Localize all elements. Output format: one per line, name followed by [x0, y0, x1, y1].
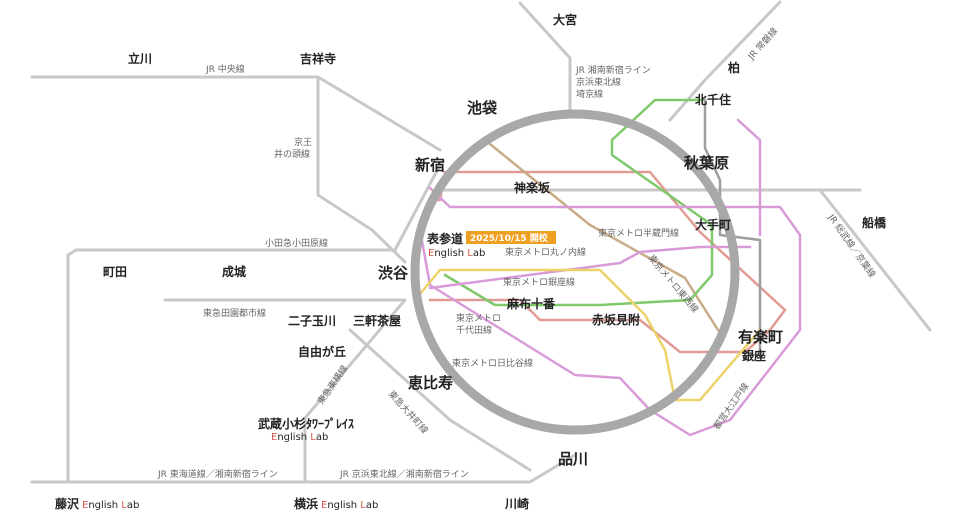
label-metro-hibiya: 東京メトロ日比谷線: [452, 357, 533, 369]
label-metro-marunouchi: 東京メトロ丸ノ内線: [505, 246, 586, 258]
station-kashiwa: 柏: [728, 60, 740, 75]
line-tokyu-toyoko: [303, 298, 407, 482]
gray-lines: [30, 0, 932, 484]
label-tokyu-denentoshi: 東急田園都市線: [203, 307, 266, 319]
line-jr-joban: [668, 0, 782, 122]
label-tokyu-toyoko: 東急東横線: [315, 363, 351, 407]
station-kawasaki: 川崎: [504, 496, 529, 510]
line-hibiya: [736, 118, 762, 237]
line-jr-tokaido: [30, 453, 577, 484]
label-metro-tozai: 東京メトロ東西線: [646, 252, 701, 315]
label-toei-oedo: 都営大江戸線: [711, 381, 752, 432]
station-ebisu: 恵比寿: [408, 374, 453, 392]
station-akihabara: 秋葉原: [684, 154, 729, 172]
station-jiyugaoka: 自由が丘: [298, 344, 346, 359]
line-oedo: [418, 186, 802, 437]
station-omotesando: 表参道: [426, 231, 463, 246]
station-machida: 町田: [103, 265, 127, 279]
station-labels: 大宮 立川 吉祥寺 柏 池袋 北千住 新宿 秋葉原 神楽坂 船橋 大手町 表参道…: [54, 12, 887, 510]
label-jr-chuo: JR 中央線: [205, 63, 245, 75]
station-shibuya: 渋谷: [378, 264, 409, 282]
line-jr-shonan: [518, 1, 572, 117]
school-musashikosugi[interactable]: English Lab: [271, 432, 328, 443]
line-tozai: [703, 98, 762, 357]
station-funabashi: 船橋: [862, 215, 887, 230]
school-label: English Lab: [82, 500, 139, 510]
label-metro-hanzomon: 東京メトロ半蔵門線: [598, 227, 679, 239]
opening-badge-text: 2025/10/15 開校: [470, 232, 549, 244]
line-keio: [316, 75, 407, 264]
line-hanzomon: [483, 138, 720, 332]
school-yokohama[interactable]: English Lab: [321, 500, 378, 510]
label-jr-tokaido: JR 東海道線／湘南新宿ライン: [157, 468, 278, 480]
line-ginza: [413, 268, 762, 402]
station-yokohama: 横浜: [294, 496, 318, 510]
label-odakyu: 小田急小田原線: [265, 237, 328, 249]
label-metro-ginza: 東京メトロ銀座線: [503, 276, 575, 288]
station-kitasenju: 北千住: [695, 92, 731, 107]
label-metro-chiyoda-1: 東京メトロ: [456, 312, 501, 324]
label-jr-joban: JR 常磐線: [745, 25, 781, 63]
school-label: English Lab: [428, 248, 485, 259]
school-fujisawa[interactable]: English Lab: [82, 500, 139, 510]
station-otemachi: 大手町: [695, 217, 731, 232]
station-yurakucho: 有楽町: [738, 328, 783, 346]
station-kichijoji: 吉祥寺: [300, 51, 336, 66]
station-akasakamitsuke: 赤坂見附: [592, 312, 640, 327]
station-musashikosugi: 武蔵小杉ﾀﾜｰﾌﾟﾚｲｽ: [258, 416, 354, 431]
station-shinagawa: 品川: [558, 450, 588, 468]
station-azabujuban: 麻布十番: [506, 296, 556, 311]
label-jr-keihin: JR 京浜東北線／湘南新宿ライン: [339, 468, 469, 480]
station-ikebukuro: 池袋: [467, 99, 498, 117]
line-jr-chuo: [30, 75, 442, 152]
label-keio-2: 井の頭線: [274, 148, 310, 160]
station-sangenjaya: 三軒茶屋: [353, 313, 401, 328]
station-omiya: 大宮: [553, 12, 577, 27]
station-futakotamagawa: 二子玉川: [288, 314, 336, 328]
label-jr-shonan-3: 埼京線: [576, 88, 603, 100]
line-tokyu-oimachi: [348, 328, 532, 472]
line-odakyu: [66, 163, 442, 484]
rail-labels: JR 中央線 JR 湘南新宿ライン 京浜東北線 埼京線 JR 常磐線 京王 井の…: [157, 25, 878, 480]
station-tachikawa: 立川: [128, 51, 152, 66]
station-kagurazaka: 神楽坂: [514, 180, 551, 195]
label-keio-1: 京王: [294, 136, 312, 148]
school-label: English Lab: [271, 432, 328, 443]
label-jr-shonan-2: 京浜東北線: [576, 76, 621, 88]
station-ginza: 銀座: [741, 348, 766, 363]
school-omotesando[interactable]: 2025/10/15 開校 English Lab: [428, 231, 556, 259]
school-label: English Lab: [321, 500, 378, 510]
label-jr-shonan-1: JR 湘南新宿ライン: [575, 64, 651, 76]
station-seijo: 成城: [222, 264, 246, 279]
station-shinjuku: 新宿: [415, 156, 445, 174]
line-fukutoshin: [428, 245, 752, 290]
line-marunouchi: [428, 170, 787, 354]
line-yamanote-loop: [410, 109, 740, 435]
opening-badge: [466, 231, 556, 244]
label-metro-chiyoda-2: 千代田線: [456, 324, 492, 336]
station-fujisawa: 藤沢: [54, 496, 80, 510]
